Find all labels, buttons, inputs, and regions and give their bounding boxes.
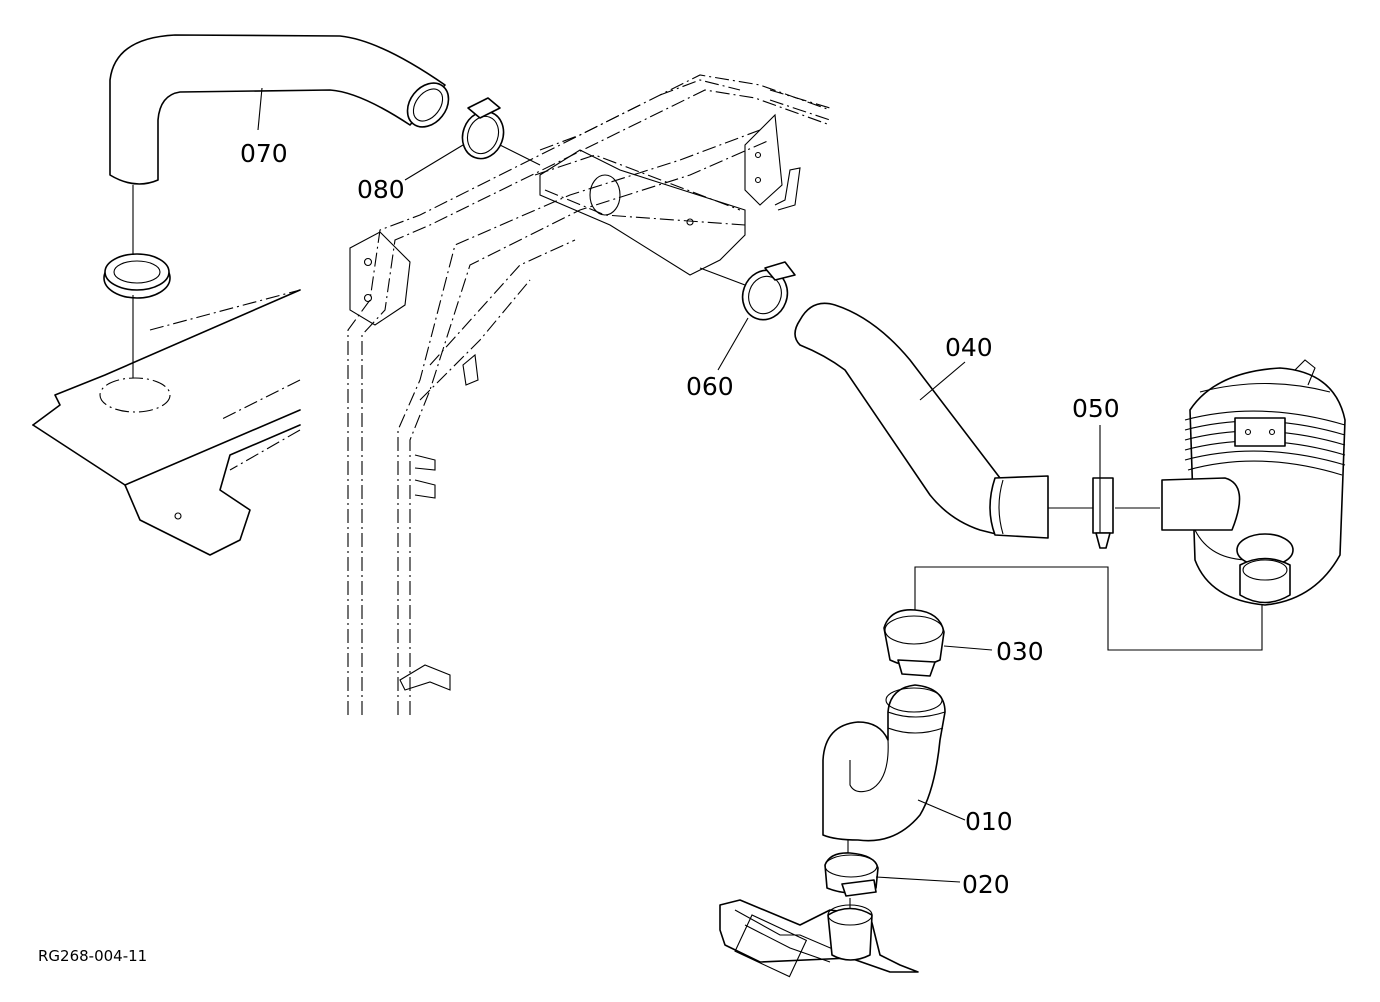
label-040: 040 [945, 333, 993, 362]
part-040-hose [794, 302, 1049, 539]
frame-brackets [349, 113, 801, 691]
label-010: 010 [965, 807, 1013, 836]
frame-phantom [99, 74, 831, 715]
label-020: 020 [962, 870, 1010, 899]
label-060: 060 [686, 372, 734, 401]
label-080: 080 [357, 175, 405, 204]
radiator-tank [719, 899, 919, 978]
label-030: 030 [996, 637, 1044, 666]
axis-aircleaner-030 [914, 566, 1263, 651]
part-050-pin [1092, 477, 1114, 549]
part-060-clamp [741, 261, 796, 321]
part-010-hose [822, 684, 946, 842]
axis-060 [699, 267, 746, 286]
air-cleaner [1161, 359, 1346, 606]
part-020-clamp [824, 852, 879, 897]
part-070-hose [109, 34, 450, 185]
part-030-clamp [883, 609, 945, 677]
diagram-code: RG268-004-11 [38, 947, 147, 965]
part-080-clamp [461, 97, 505, 160]
label-070: 070 [240, 139, 288, 168]
floor-plate [32, 289, 301, 556]
grommet [103, 253, 171, 299]
axis-080 [499, 144, 541, 166]
label-050: 050 [1072, 394, 1120, 423]
leader-lines [257, 87, 1101, 883]
